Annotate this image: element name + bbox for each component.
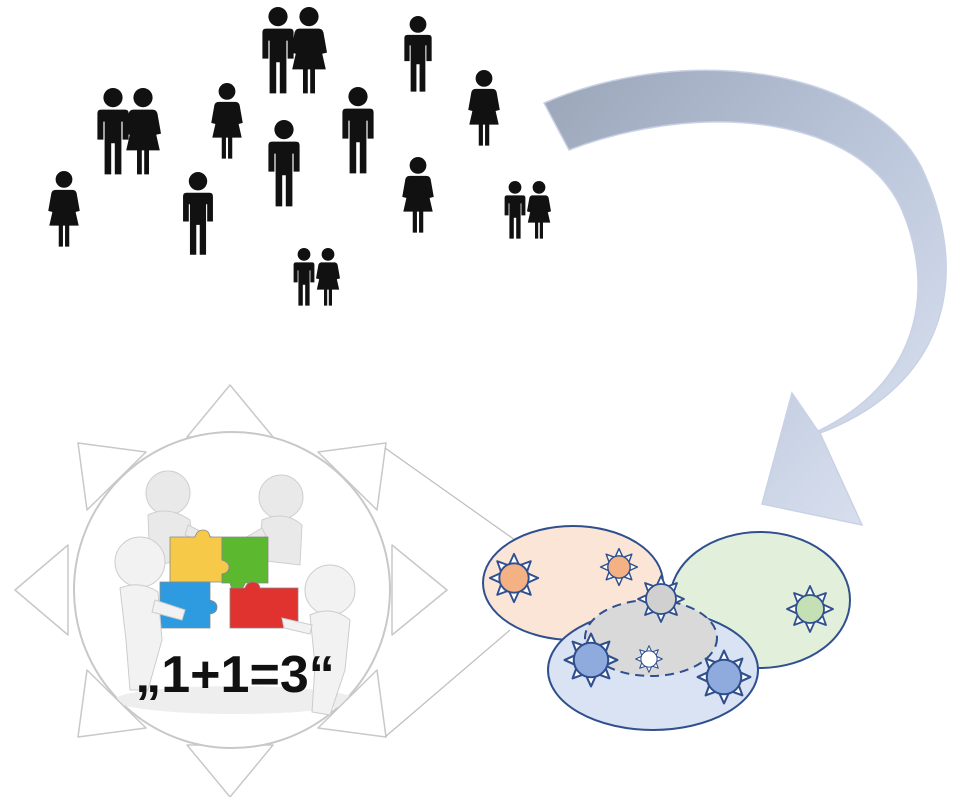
zoom-line-top <box>384 447 516 541</box>
star-member-icon <box>599 547 639 587</box>
triangle-top <box>186 384 274 438</box>
synergy-formula: „1+1=3“ <box>135 646 335 704</box>
star-member-icon <box>637 575 685 623</box>
puzzle-teamwork-illustration <box>114 470 356 716</box>
star-member-icon <box>488 552 540 604</box>
person-icon <box>316 248 340 306</box>
puzzle-piece-green <box>221 536 269 591</box>
curved-arrow <box>542 69 947 527</box>
person-icon <box>291 6 327 94</box>
star-member-icon <box>635 645 663 673</box>
person-icon <box>97 88 129 175</box>
crowd-group <box>48 6 551 306</box>
triangle-right <box>391 544 448 636</box>
person-icon <box>527 181 551 239</box>
person-icon <box>504 181 526 239</box>
group-cluster <box>482 525 851 731</box>
person-icon <box>183 172 213 255</box>
person-icon <box>293 248 315 306</box>
person-icon <box>468 70 500 146</box>
triangle-left <box>14 544 69 636</box>
puzzle-piece-yellow <box>169 529 230 583</box>
zoom-line-bottom <box>384 629 511 738</box>
star-member-icon <box>786 585 834 633</box>
person-icon <box>268 120 300 207</box>
star-member-icon <box>696 649 752 705</box>
person-icon <box>125 88 161 175</box>
triangle-bottom <box>186 744 274 797</box>
person-icon <box>211 83 243 159</box>
group-overlap <box>584 599 718 677</box>
star-member-icon <box>563 632 619 688</box>
person-icon <box>48 171 80 247</box>
person-icon <box>404 16 432 92</box>
puzzle-piece-red <box>229 581 299 629</box>
person-icon <box>402 157 434 233</box>
person-icon <box>342 87 374 174</box>
person-icon <box>262 6 294 94</box>
